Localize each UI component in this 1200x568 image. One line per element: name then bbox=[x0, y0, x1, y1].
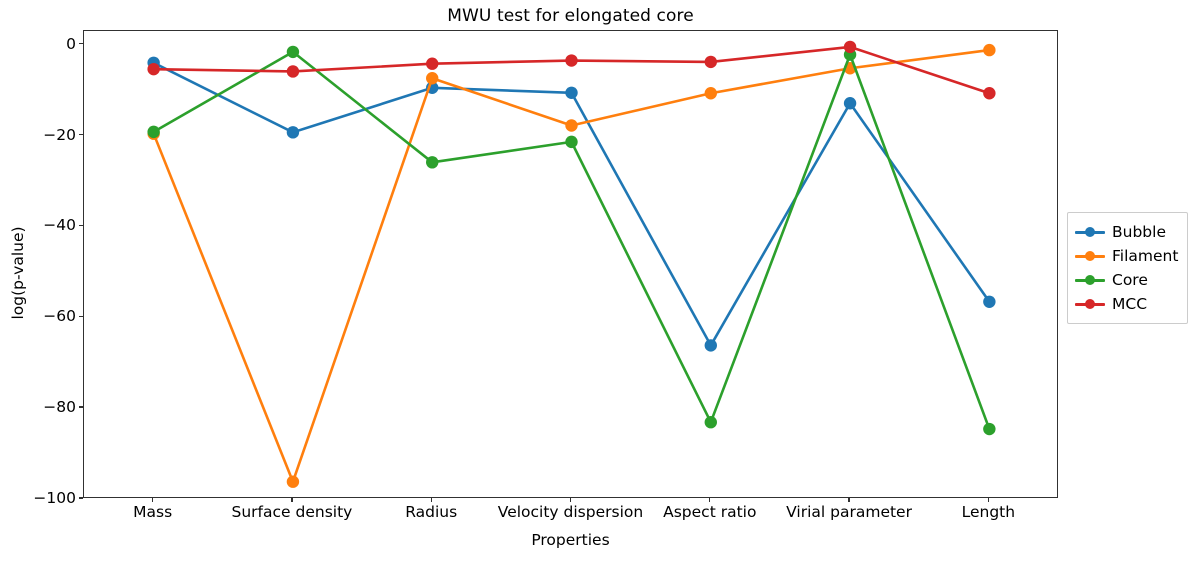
x-axis-label: Properties bbox=[531, 531, 610, 549]
y-tick-label: −20 bbox=[43, 125, 76, 144]
data-point bbox=[426, 57, 439, 70]
legend-item-bubble[interactable]: Bubble bbox=[1075, 220, 1178, 244]
data-point bbox=[286, 45, 300, 59]
x-tick-mark bbox=[848, 498, 850, 502]
y-tick-label: 0 bbox=[66, 34, 76, 53]
legend-marker-icon bbox=[1075, 249, 1105, 263]
data-point bbox=[983, 422, 996, 436]
legend-marker-icon bbox=[1075, 297, 1105, 311]
series-canvas bbox=[147, 40, 996, 488]
legend-item-core[interactable]: Core bbox=[1075, 268, 1178, 292]
legend-item-mcc[interactable]: MCC bbox=[1075, 292, 1178, 316]
data-point bbox=[983, 295, 996, 308]
series-line bbox=[152, 61, 991, 347]
x-tick-label: Aspect ratio bbox=[663, 503, 757, 521]
data-point bbox=[426, 72, 439, 85]
y-tick-label: −80 bbox=[43, 398, 76, 417]
data-point bbox=[704, 416, 717, 429]
data-point bbox=[565, 54, 578, 67]
data-point bbox=[286, 475, 300, 488]
x-tick-mark bbox=[987, 498, 989, 502]
data-point bbox=[565, 119, 578, 132]
y-tick-label: −100 bbox=[33, 489, 76, 507]
y-tick-mark bbox=[79, 133, 83, 136]
data-point bbox=[426, 156, 439, 169]
series-filament bbox=[147, 43, 996, 488]
x-tick-mark bbox=[151, 498, 154, 502]
data-point bbox=[147, 62, 160, 76]
series-mcc bbox=[147, 40, 996, 100]
data-point bbox=[983, 87, 996, 100]
chart-title: MWU test for elongated core bbox=[447, 6, 694, 26]
y-tick-mark bbox=[79, 406, 83, 408]
legend-label: MCC bbox=[1112, 295, 1148, 313]
legend-marker-icon bbox=[1075, 225, 1105, 239]
series-line bbox=[152, 45, 991, 95]
data-point bbox=[843, 40, 857, 54]
data-point bbox=[843, 97, 857, 110]
x-tick-label: Velocity dispersion bbox=[497, 503, 644, 521]
series-bubble bbox=[147, 56, 996, 352]
data-point bbox=[286, 126, 300, 139]
data-point bbox=[565, 86, 578, 99]
plot-area bbox=[83, 30, 1058, 498]
y-tick-label: −40 bbox=[43, 216, 76, 235]
x-tick-mark bbox=[569, 498, 572, 502]
legend-label: Core bbox=[1112, 271, 1148, 289]
x-tick-label: Length bbox=[961, 503, 1016, 521]
y-tick-mark bbox=[79, 224, 83, 227]
y-tick-mark bbox=[79, 315, 83, 317]
data-point bbox=[704, 55, 717, 69]
data-point bbox=[704, 87, 717, 100]
x-tick-mark bbox=[291, 498, 293, 502]
series-line bbox=[152, 48, 991, 484]
data-point bbox=[983, 43, 996, 57]
y-tick-label: −60 bbox=[43, 307, 76, 326]
legend-item-filament[interactable]: Filament bbox=[1075, 244, 1178, 268]
data-point bbox=[704, 339, 717, 352]
legend-label: Filament bbox=[1112, 247, 1179, 265]
x-tick-mark bbox=[709, 498, 711, 502]
y-tick-mark bbox=[79, 497, 83, 499]
x-tick-label: Surface density bbox=[231, 503, 353, 521]
data-point bbox=[147, 125, 160, 139]
legend-marker-icon bbox=[1075, 273, 1105, 287]
x-tick-label: Radius bbox=[405, 503, 458, 521]
x-tick-label: Mass bbox=[133, 503, 173, 521]
y-tick-mark bbox=[79, 42, 83, 45]
y-axis-label: log(p-value) bbox=[9, 226, 27, 320]
legend-label: Bubble bbox=[1112, 223, 1166, 241]
x-tick-mark bbox=[430, 498, 432, 502]
x-tick-label: Virial parameter bbox=[786, 503, 912, 521]
data-point bbox=[286, 65, 300, 78]
series-core bbox=[147, 45, 996, 436]
data-point bbox=[565, 135, 578, 149]
series-line bbox=[152, 50, 991, 431]
